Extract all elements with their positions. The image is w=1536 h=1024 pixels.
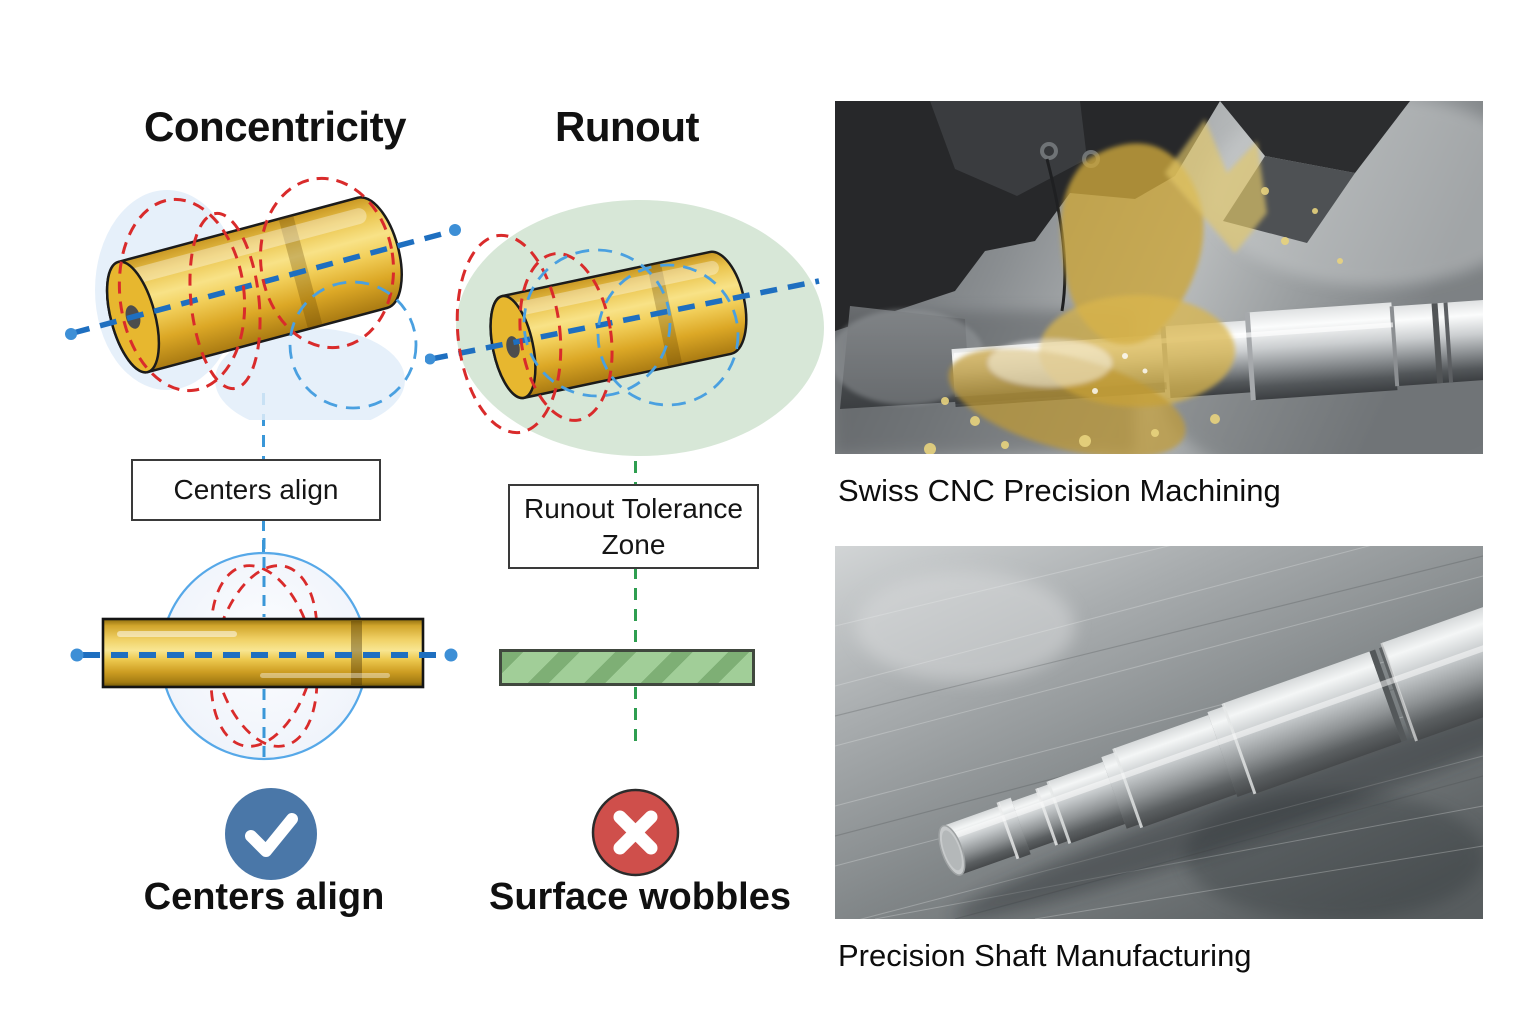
concentricity-connector-line — [262, 393, 265, 459]
photo-caption-shaft: Precision Shaft Manufacturing — [838, 938, 1252, 973]
concentricity-title: Concentricity — [144, 103, 406, 150]
blue-datum-circles — [522, 248, 740, 407]
precision-shaft-photo — [835, 546, 1483, 919]
cross-icon — [591, 788, 680, 877]
concentricity-verdict-label: Centers align — [143, 876, 385, 918]
runout-connector-line — [634, 687, 637, 750]
shaft-step-band — [351, 621, 362, 685]
axis-line — [70, 648, 458, 662]
centers-align-callout-text: Centers align — [173, 474, 339, 505]
concentricity-connector-line — [262, 519, 265, 553]
runout-illustration — [425, 195, 825, 465]
halo-shape — [215, 328, 405, 420]
axis-line — [425, 278, 820, 365]
concentricity-illustration — [55, 155, 475, 420]
photo-caption-machining: Swiss CNC Precision Machining — [838, 473, 1281, 508]
coolant-splash — [948, 119, 1267, 454]
runout-callout-line1: Runout Tolerance — [524, 492, 743, 524]
coolant-droplets — [924, 187, 1343, 454]
red-tolerance-rings — [117, 176, 396, 393]
runout-title: Runout — [555, 103, 699, 150]
concentricity-front-view — [55, 535, 475, 770]
cnc-machining-photo — [835, 101, 1483, 454]
runout-connector-line — [634, 567, 637, 648]
runout-tolerance-callout: Runout Tolerance Zone — [508, 484, 759, 569]
blue-datum-circle — [288, 280, 418, 410]
centers-align-callout: Centers align — [131, 459, 381, 521]
stepped-shaft — [938, 579, 1483, 919]
check-icon — [225, 788, 317, 880]
runout-tolerance-bar — [499, 649, 755, 686]
glints — [1092, 353, 1148, 394]
red-tolerance-rings — [455, 233, 614, 435]
runout-connector-line — [634, 440, 637, 484]
runout-verdict-label: Surface wobbles — [489, 876, 791, 918]
runout-callout-line2: Zone — [601, 528, 666, 560]
